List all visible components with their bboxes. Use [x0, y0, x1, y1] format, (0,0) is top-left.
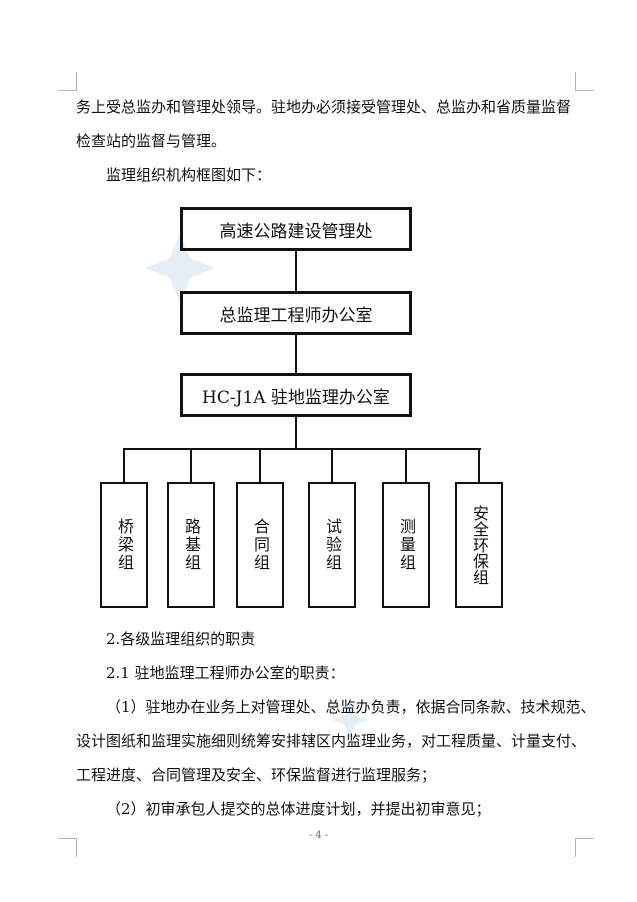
corner-mark-bottom-left — [58, 838, 77, 857]
paragraph-line: （2）初审承包人提交的总体进度计划，并提出初审意见； — [106, 800, 491, 818]
connector-line — [295, 417, 297, 449]
connector-line — [190, 448, 192, 482]
paragraph-line: （1）驻地办在业务上对管理处、总监办负责，依据合同条款、技术规范、 — [106, 698, 596, 716]
paragraph-line: 务上受总监办和管理处领导。驻地办必须接受管理处、总监办和省质量监督 — [76, 98, 572, 116]
org-box-chief-supervisor-office: 总监理工程师办公室 — [180, 291, 412, 335]
connector-line — [259, 448, 261, 482]
connector-line — [295, 335, 297, 373]
connector-line — [405, 448, 407, 482]
corner-mark-top-left — [58, 72, 77, 91]
watermark-logo — [332, 702, 368, 738]
connector-line — [331, 448, 333, 482]
corner-mark-bottom-right — [575, 838, 594, 857]
org-box-bridge-group: 桥梁组 — [100, 482, 148, 608]
subsection-heading: 2.1 驻地监理工程师办公室的职责： — [106, 664, 345, 682]
connector-line — [478, 448, 480, 482]
org-box-contract-group: 合同组 — [236, 482, 284, 608]
connector-line — [123, 448, 125, 482]
org-box-survey-group: 测量组 — [382, 482, 430, 608]
paragraph-line: 监理组织机构框图如下： — [106, 166, 272, 184]
section-heading: 2.各级监理组织的职责 — [106, 630, 256, 648]
connector-line-horizontal — [123, 448, 481, 450]
corner-mark-top-right — [575, 72, 594, 91]
org-box-testing-group: 试验组 — [308, 482, 356, 608]
page-number: - 4 - — [308, 830, 329, 841]
paragraph-line: 工程进度、合同管理及安全、环保监督进行监理服务； — [76, 766, 437, 784]
org-box-management-office: 高速公路建设管理处 — [180, 207, 412, 251]
paragraph-line: 设计图纸和监理实施细则统筹安排辖区内监理业务，对工程质量、计量支付、 — [76, 732, 587, 750]
org-box-subgrade-group: 路基组 — [167, 482, 215, 608]
paragraph-line: 检查站的监督与管理。 — [76, 132, 227, 150]
connector-line — [295, 251, 297, 291]
org-box-resident-office: HC-J1A 驻地监理办公室 — [180, 373, 412, 417]
org-box-safety-env-group: 安全环保组 — [455, 482, 503, 608]
watermark-logo — [145, 233, 215, 303]
